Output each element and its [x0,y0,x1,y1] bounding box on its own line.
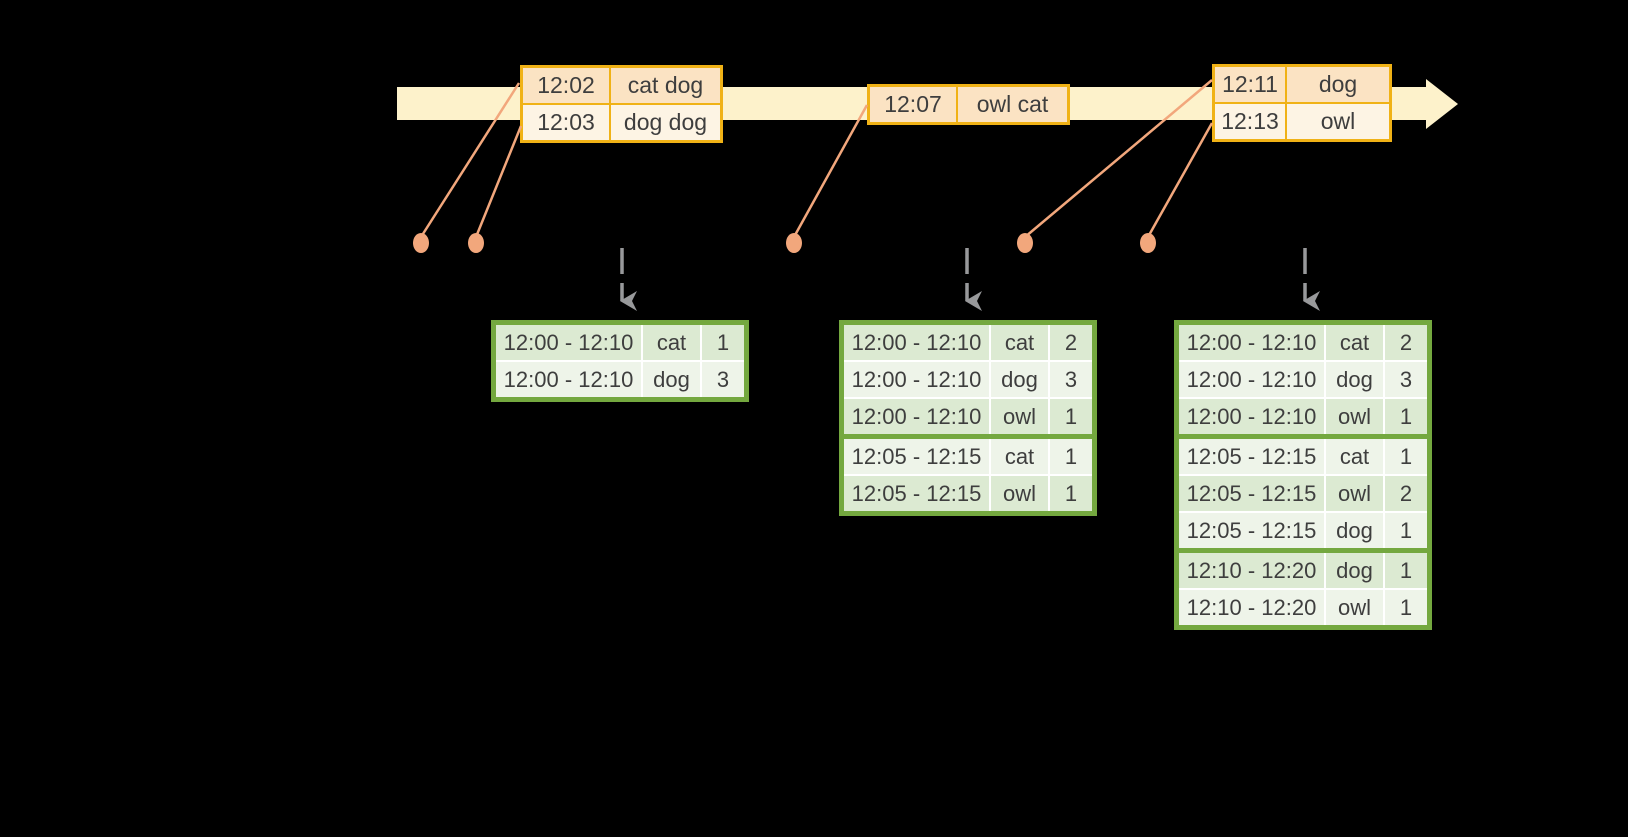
result-window-cell: 12:00 - 12:10 [496,325,641,360]
result-word-cell: cat [1326,439,1383,474]
event-time-cell: 12:13 [1215,104,1285,139]
result-count-cell: 2 [1050,325,1092,360]
result-window-cell: 12:05 - 12:15 [1179,439,1324,474]
result-word-cell: dog [1326,513,1383,548]
result-window-cell: 12:00 - 12:10 [1179,325,1324,360]
result-word-cell: cat [991,325,1048,360]
result-count-cell: 2 [1385,476,1427,511]
result-word-cell: dog [643,362,700,397]
event-words-cell: cat dog [611,68,720,103]
result-window-cell: 12:05 - 12:15 [1179,513,1324,548]
event-dot [1140,233,1156,253]
result-count-cell: 1 [1050,399,1092,434]
result-word-cell: dog [1326,362,1383,397]
result-count-cell: 1 [1385,513,1427,548]
result-word-cell: dog [1326,553,1383,588]
result-window-cell: 12:05 - 12:15 [844,439,989,474]
result-count-cell: 1 [1385,553,1427,588]
result-count-cell: 1 [1050,476,1092,511]
result-count-cell: 2 [1385,325,1427,360]
event-time-cell: 12:02 [523,68,609,103]
result-window-cell: 12:10 - 12:20 [1179,553,1324,588]
event-words-cell: dog dog [611,105,720,140]
result-count-cell: 3 [702,362,744,397]
result-word-cell: owl [991,476,1048,511]
result-word-cell: cat [1326,325,1383,360]
event-connector-line [792,104,869,238]
result-count-cell: 3 [1050,362,1092,397]
event-words-cell: owl cat [958,87,1067,122]
result-window-cell: 12:10 - 12:20 [1179,590,1324,625]
result-count-cell: 1 [1050,439,1092,474]
result-count-cell: 1 [1385,590,1427,625]
timeline-arrowhead-icon [1426,79,1458,129]
event-time-cell: 12:11 [1215,67,1285,102]
result-count-cell: 3 [1385,362,1427,397]
result-count-cell: 1 [1385,439,1427,474]
result-word-cell: owl [991,399,1048,434]
result-window-cell: 12:00 - 12:10 [1179,362,1324,397]
event-time-cell: 12:07 [870,87,956,122]
result-word-cell: owl [1326,399,1383,434]
event-dot [468,233,484,253]
event-connector-line [474,125,523,238]
result-window-cell: 12:00 - 12:10 [844,325,989,360]
event-dot [1017,233,1033,253]
event-words-cell: owl [1287,104,1389,139]
result-count-cell: 1 [702,325,744,360]
event-time-cell: 12:03 [523,105,609,140]
result-count-cell: 1 [1385,399,1427,434]
result-word-cell: dog [991,362,1048,397]
result-window-cell: 12:00 - 12:10 [844,362,989,397]
result-word-cell: cat [991,439,1048,474]
result-window-cell: 12:05 - 12:15 [844,476,989,511]
event-connector-line [1146,122,1214,238]
result-window-cell: 12:05 - 12:15 [1179,476,1324,511]
event-dot [413,233,429,253]
event-words-cell: dog [1287,67,1389,102]
event-dot [786,233,802,253]
result-window-cell: 12:00 - 12:10 [844,399,989,434]
result-word-cell: cat [643,325,700,360]
result-word-cell: owl [1326,476,1383,511]
result-window-cell: 12:00 - 12:10 [1179,399,1324,434]
result-window-cell: 12:00 - 12:10 [496,362,641,397]
result-word-cell: owl [1326,590,1383,625]
